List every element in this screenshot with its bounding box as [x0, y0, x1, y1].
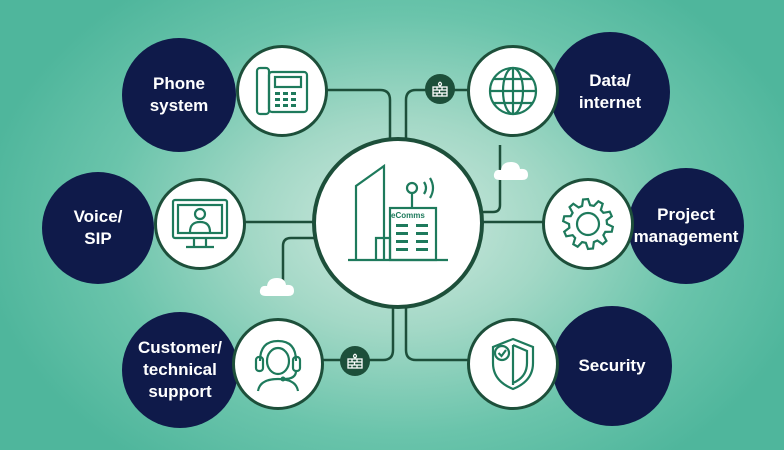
- globe-icon: [488, 66, 538, 116]
- project-management-label: Project management: [633, 205, 739, 246]
- shield-check-icon: [491, 337, 535, 391]
- project-management-node: Project management: [628, 168, 744, 284]
- video-monitor-icon: [171, 198, 229, 249]
- firewall-icon: [340, 346, 370, 376]
- building-icon: [348, 163, 448, 262]
- firewall-icon: [425, 74, 455, 104]
- phone-system-node: Phone system: [122, 38, 236, 152]
- security-node: Security: [552, 306, 672, 426]
- ecomms-label: eComms: [391, 211, 425, 220]
- headset-icon: [254, 339, 302, 392]
- data-internet-label: Data/ internet: [578, 71, 642, 112]
- project-icon-circle: [542, 178, 634, 270]
- voice-sip-node: Voice/ SIP: [42, 172, 154, 284]
- security-label: Security: [578, 356, 646, 375]
- support-icon-circle: [232, 318, 324, 410]
- data-icon-circle: [467, 45, 559, 137]
- data-internet-node: Data/ internet: [550, 32, 670, 152]
- voice-icon-circle: [154, 178, 246, 270]
- customer-support-node: Customer/ technical support: [122, 312, 238, 428]
- cloud-icon: [259, 278, 294, 296]
- cloud-icon: [493, 162, 528, 180]
- gear-icon: [561, 197, 615, 251]
- phone-system-label: Phone system: [149, 74, 209, 115]
- security-icon-circle: [467, 318, 559, 410]
- ecomms-hub: [312, 137, 484, 309]
- voice-sip-label: Voice/ SIP: [73, 207, 123, 248]
- customer-support-label: Customer/ technical support: [137, 338, 223, 401]
- phone-icon-circle: [236, 45, 328, 137]
- desk-phone-icon: [255, 66, 309, 116]
